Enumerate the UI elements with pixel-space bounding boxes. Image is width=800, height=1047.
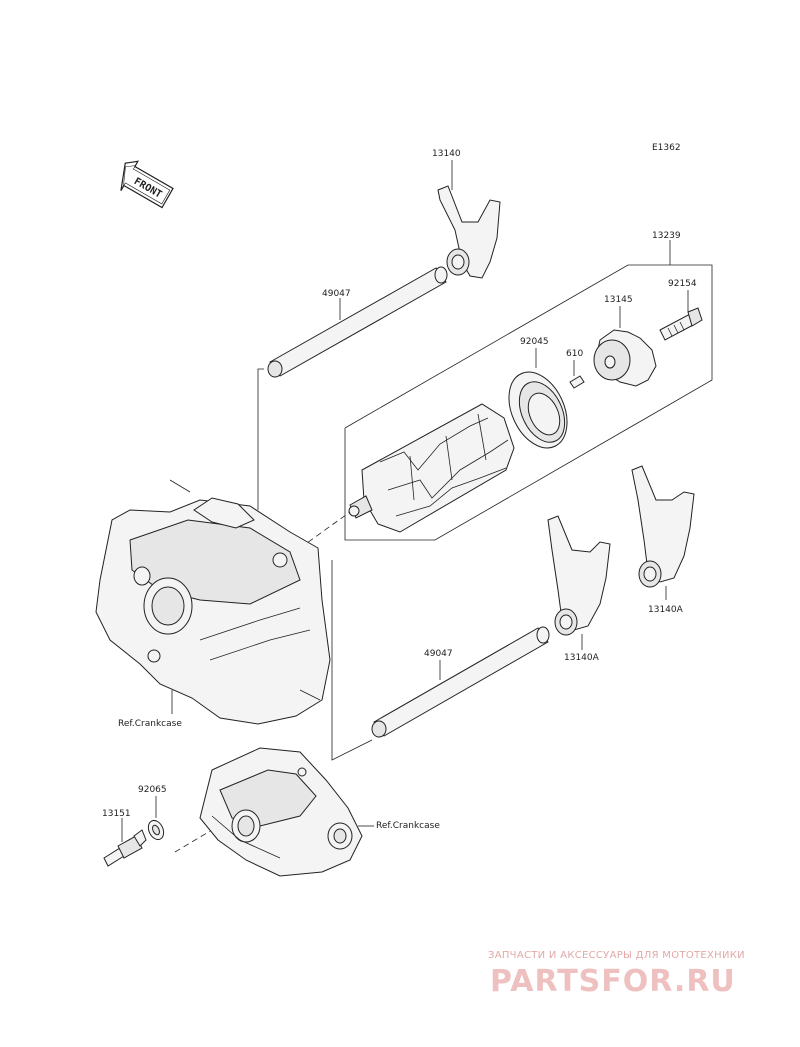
neutral-switch-13151 (103, 818, 147, 867)
shift-fork-13140 (437, 160, 501, 279)
label-13140a-right: 13140A (648, 605, 684, 615)
watermark-logo: PARTSFOR.RU (490, 964, 736, 999)
label-92154: 92154 (668, 279, 697, 289)
shift-drum (348, 403, 515, 533)
front-arrow-icon: FRONT (120, 160, 174, 209)
label-49047-top: 49047 (322, 289, 351, 299)
label-13151: 13151 (102, 809, 131, 819)
bolt-92154 (659, 307, 703, 341)
label-ref-crankcase-2: Ref.Crankcase (376, 821, 440, 831)
diagram-code: E1362 (652, 143, 681, 153)
crankcase-upper (95, 479, 331, 725)
shift-drum-cam-13145 (593, 329, 657, 387)
fork-shaft-top (257, 266, 448, 510)
label-92045: 92045 (520, 337, 549, 347)
label-610: 610 (566, 349, 583, 359)
assembly-bracket (344, 264, 713, 541)
shift-fork-13140a-right (631, 465, 695, 600)
fork-shaft-bottom (331, 560, 550, 761)
bearing-92045 (508, 371, 568, 449)
crankcase-lower (199, 747, 374, 877)
label-92065: 92065 (138, 785, 167, 795)
washer-92065 (147, 796, 165, 841)
pin-610 (569, 375, 585, 389)
label-49047-bottom: 49047 (424, 649, 453, 659)
label-13145: 13145 (604, 295, 633, 305)
shift-fork-13140a-mid (547, 515, 611, 650)
watermark-tagline: ЗАПЧАСТИ И АКСЕССУАРЫ ДЛЯ МОТОТЕХНИКИ (488, 950, 745, 961)
label-13239: 13239 (652, 231, 681, 241)
label-13140: 13140 (432, 149, 461, 159)
label-ref-crankcase-1: Ref.Crankcase (118, 719, 182, 729)
label-13140a-mid: 13140A (564, 653, 600, 663)
